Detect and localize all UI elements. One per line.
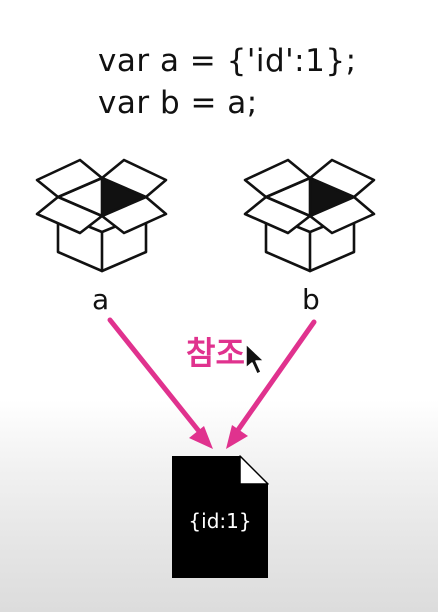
mouse-pointer-icon xyxy=(245,343,265,375)
document-content: {id:1} xyxy=(188,509,252,533)
arrow-from-b xyxy=(226,319,317,449)
variable-b-label: b xyxy=(302,283,320,316)
reference-label: 참조 xyxy=(186,334,245,372)
code-line-1: var a = {'id':1}; xyxy=(98,43,357,79)
variable-a-label: a xyxy=(92,283,110,316)
arrow-from-a xyxy=(107,317,213,449)
box-a-icon xyxy=(35,158,168,273)
code-line-2: var b = a; xyxy=(98,85,258,121)
document-icon xyxy=(172,455,269,578)
code-snippet: var a = {'id':1}; var b = a; xyxy=(98,40,357,124)
box-b-icon xyxy=(243,158,376,273)
